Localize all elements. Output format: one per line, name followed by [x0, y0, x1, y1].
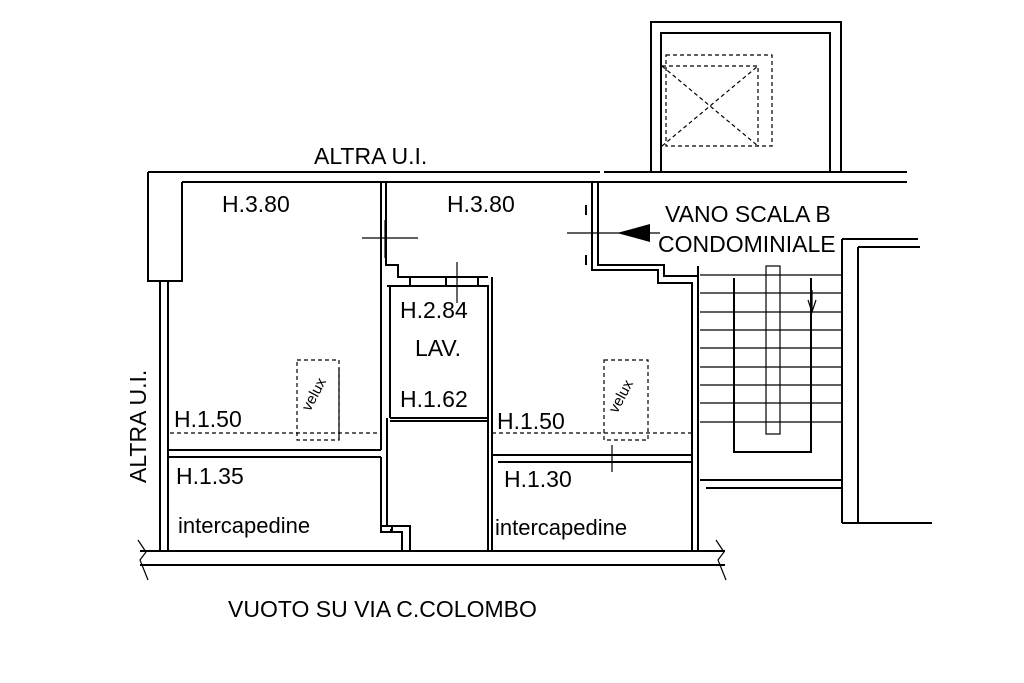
staircase — [697, 239, 843, 551]
lav-height-low: H.1.62 — [400, 386, 468, 412]
room2-height-low: H.1.30 — [504, 466, 572, 492]
elevator-shaft — [650, 21, 842, 172]
lav-room — [387, 262, 493, 551]
svg-text:velux: velux — [299, 375, 331, 414]
label-condominiale: CONDOMINIALE — [658, 231, 836, 257]
room1-height-mid: H.1.50 — [174, 406, 242, 432]
label-altra-left: ALTRA U.I. — [125, 370, 151, 483]
bottom-wall — [137, 539, 727, 581]
left-wall — [147, 172, 183, 551]
label-vano-scala: VANO SCALA B — [665, 201, 831, 227]
entrance-arrow — [567, 224, 660, 242]
top-wall — [148, 171, 907, 183]
room1-height-top: H.3.80 — [222, 191, 290, 217]
label-vuoto: VUOTO SU VIA C.COLOMBO — [228, 596, 537, 622]
skylight-1: velux — [296, 359, 340, 441]
lav-height-top: H.2.84 — [400, 297, 468, 323]
label-altra-top: ALTRA U.I. — [314, 143, 427, 169]
right-building — [842, 238, 932, 524]
room-1 — [168, 182, 488, 551]
skylight-2: velux — [603, 359, 649, 441]
room2-low-name: intercapedine — [495, 515, 627, 540]
lav-name: LAV. — [415, 335, 461, 361]
svg-text:velux: velux — [606, 377, 638, 416]
room1-height-low: H.1.35 — [176, 463, 244, 489]
room2-height-top: H.3.80 — [447, 191, 515, 217]
room1-low-name: intercapedine — [178, 513, 310, 538]
room2-height-mid: H.1.50 — [497, 408, 565, 434]
